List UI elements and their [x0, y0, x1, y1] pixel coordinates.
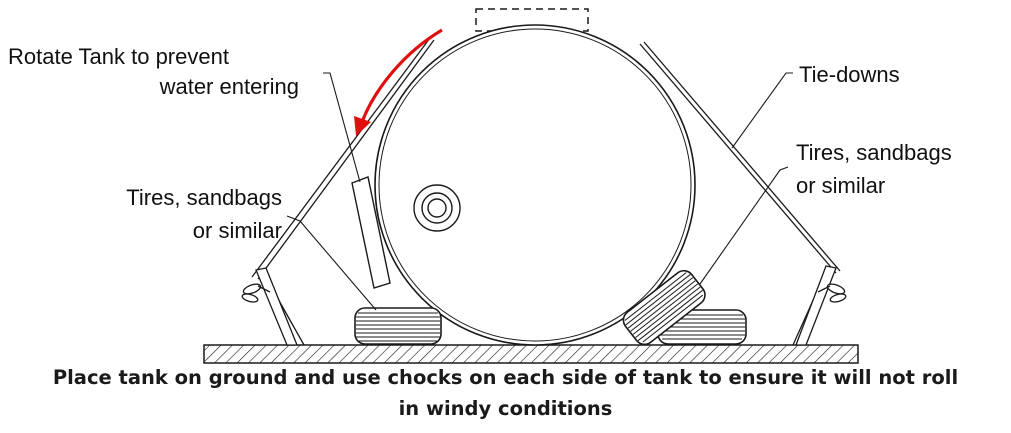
tires-right-label-line2: or similar [796, 173, 885, 198]
left-tire-stack [354, 307, 442, 345]
tank-opening-outline [475, 8, 589, 32]
diagram-caption: Place tank on ground and use chocks on e… [0, 362, 1011, 424]
tank-outlet-fitting [413, 184, 461, 232]
tank-body-inner-rim [378, 28, 692, 342]
tires-left-label-line1: Tires, sandbags [126, 185, 282, 210]
left-ground-anchor [241, 267, 298, 346]
rotate-leader-line [323, 72, 361, 183]
ground-slab [203, 344, 859, 364]
rotation-arrow [354, 28, 443, 136]
rotate-label-line1: Rotate Tank to prevent [8, 44, 229, 69]
tires-right-leader-line [699, 166, 789, 285]
tiedowns-leader-line [731, 72, 793, 149]
tilted-tire [622, 269, 706, 346]
tires-left-leader-line [286, 215, 377, 311]
left-tank-chock [351, 176, 391, 289]
rotate-label-line2: water entering [159, 74, 299, 99]
tank-body [374, 24, 696, 346]
caption-line1: Place tank on ground and use chocks on e… [52, 366, 959, 389]
caption-line2: in windy conditions [398, 397, 613, 420]
right-ground-anchor [795, 265, 847, 346]
tiedowns-label: Tie-downs [799, 62, 900, 87]
tires-left-label-line2: or similar [193, 218, 282, 243]
tires-right-label-line1: Tires, sandbags [796, 140, 952, 165]
